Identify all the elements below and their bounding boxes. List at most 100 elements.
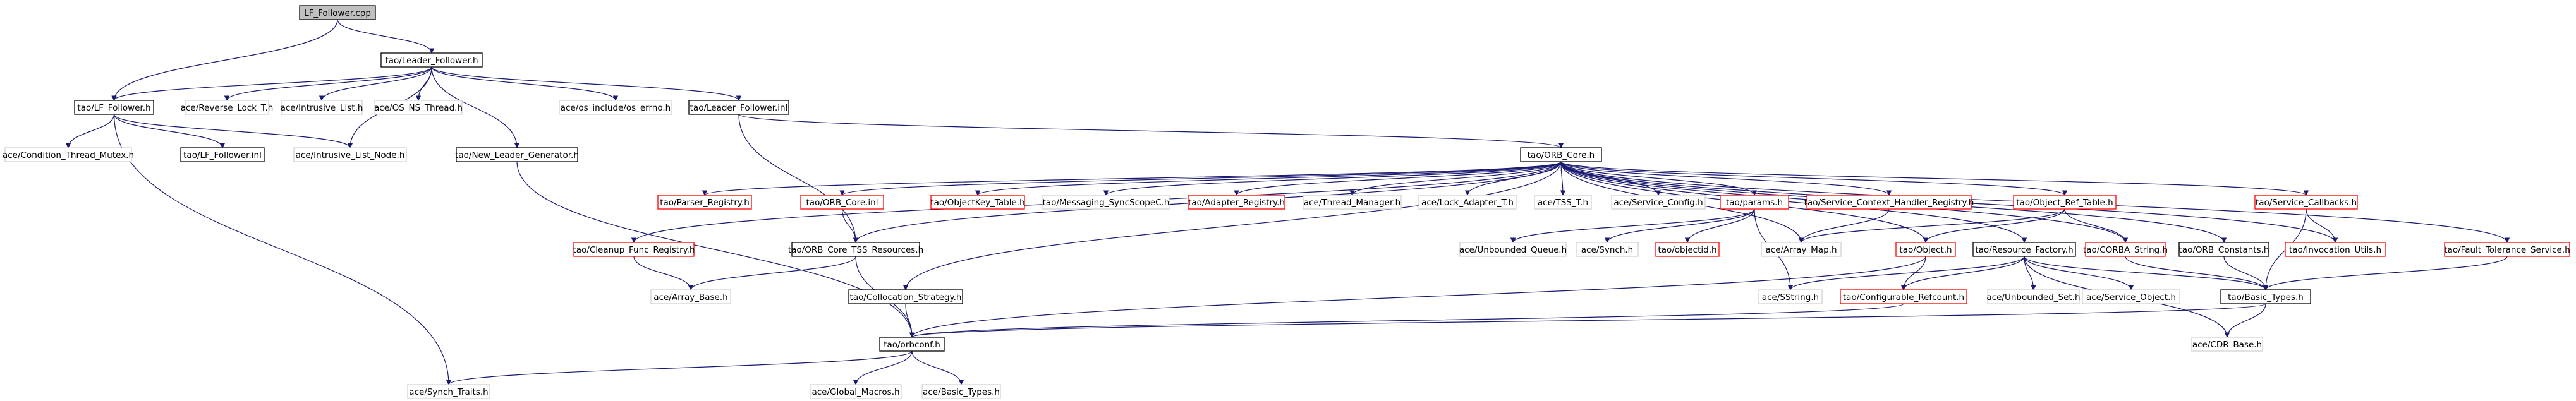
node-label: ace/OS_NS_Thread.h xyxy=(374,103,463,113)
node-label: tao/Service_Callbacks.h xyxy=(2256,198,2357,208)
edge-n14-to-n27 xyxy=(841,208,859,243)
edge-n22-to-n29 xyxy=(1510,208,1755,243)
graph-node-link[interactable]: tao/Collocation_Strategy.h xyxy=(848,289,963,304)
node-box xyxy=(930,195,1025,210)
graph-node: tao/Cleanup_Func_Registry.h xyxy=(573,242,695,257)
node-box xyxy=(2082,289,2180,304)
edge-n12-to-n16 xyxy=(1103,161,1562,196)
node-box xyxy=(2013,195,2117,210)
node-box xyxy=(407,384,490,399)
graph-node: ace/Basic_Types.h xyxy=(921,384,1001,399)
graph-node-link[interactable]: tao/New_Leader_Generator.h xyxy=(455,147,579,162)
node-box xyxy=(1418,195,1517,210)
graph-node: tao/ORB_Core.inl xyxy=(800,195,884,210)
edge-n38-to-n44 xyxy=(2263,256,2508,290)
edge-n0-to-n1 xyxy=(337,19,435,54)
graph-node-link[interactable]: tao/Leader_Follower.inl xyxy=(688,100,789,115)
node-label: tao/ORB_Constants.h xyxy=(2179,245,2269,255)
node-label: ace/Synch.h xyxy=(1581,245,1634,255)
edge-n44-to-n46 xyxy=(2224,303,2266,338)
node-box xyxy=(800,195,884,210)
edge-n7-to-n27 xyxy=(738,114,859,243)
edge-n45-to-n48 xyxy=(853,350,913,385)
node-box xyxy=(456,147,578,162)
node-box xyxy=(1303,195,1402,210)
node-label: tao/Cleanup_Func_Registry.h xyxy=(573,245,695,255)
graph-node-link[interactable]: tao/orbconf.h xyxy=(879,337,945,352)
graph-node: ace/Condition_Thread_Mutex.h xyxy=(3,147,134,162)
edge-n2-to-n47 xyxy=(113,114,452,385)
node-label: ace/Unbounded_Set.h xyxy=(1986,292,2080,302)
graph-node: tao/Object.h xyxy=(1895,242,1956,257)
node-box xyxy=(879,337,945,352)
node-label: tao/ObjectKey_Table.h xyxy=(930,198,1024,208)
edge-n26-to-n39 xyxy=(633,256,694,290)
node-box xyxy=(185,100,269,115)
node-box xyxy=(293,147,407,162)
node-box xyxy=(791,242,920,257)
graph-node-link[interactable]: tao/ORB_Core_TSS_Resources.h xyxy=(788,242,923,257)
node-box xyxy=(1655,242,1720,257)
node-label: ace/Lock_Adapter_T.h xyxy=(1421,198,1514,208)
edge-n12-to-n17 xyxy=(1234,161,1562,196)
graph-node-link[interactable]: tao/Leader_Follower.h xyxy=(380,52,483,68)
edge-n34-to-n42 xyxy=(2024,256,2036,290)
node-box xyxy=(380,52,483,68)
edge-n12-to-n28 xyxy=(902,161,1562,290)
graph-node: LF_Follower.cpp xyxy=(299,5,376,20)
node-box xyxy=(1459,242,1567,257)
edge-n34-to-n44 xyxy=(2024,256,2269,290)
node-label: ace/Basic_Types.h xyxy=(923,387,1000,397)
node-box xyxy=(2254,195,2358,210)
node-box xyxy=(650,289,731,304)
edge-n25-to-n37 xyxy=(2306,208,2338,243)
node-label: tao/Resource_Factory.h xyxy=(1975,245,2073,255)
edge-n34-to-n41 xyxy=(1900,256,2025,290)
graph-node: tao/Fault_Tolerance_Service.h xyxy=(2444,242,2570,257)
node-box xyxy=(4,147,132,162)
edge-n7-to-n12 xyxy=(738,114,1564,148)
graph-node-link[interactable]: tao/ORB_Core.h xyxy=(1520,147,1602,162)
edge-n22-to-n30 xyxy=(1604,208,1755,243)
node-box xyxy=(573,242,695,257)
graph-node: ace/Array_Base.h xyxy=(650,289,731,304)
node-label: tao/Adapter_Registry.h xyxy=(1188,198,1285,208)
edge-n1-to-n4 xyxy=(319,66,432,101)
node-label: tao/Messaging_SyncScopeC.h xyxy=(1043,198,1170,208)
graph-node: ace/Unbounded_Queue.h xyxy=(1459,242,1567,257)
edges-layer xyxy=(65,19,2510,385)
edge-n33-to-n45 xyxy=(909,256,1926,338)
node-box xyxy=(1987,289,2080,304)
graph-node: ace/Global_Macros.h xyxy=(810,384,902,399)
graph-node: ace/Service_Object.h xyxy=(2082,289,2180,304)
node-label: tao/Leader_Follower.inl xyxy=(690,103,788,113)
graph-node: ace/CDR_Base.h xyxy=(2191,337,2263,352)
edge-n12-to-n25 xyxy=(1560,161,2309,196)
graph-node: ace/Thread_Manager.h xyxy=(1303,195,1402,210)
edge-n22-to-n31 xyxy=(1684,208,1755,243)
node-box xyxy=(1042,195,1170,210)
edge-n27-to-n39 xyxy=(688,256,856,290)
node-label: ace/Intrusive_List.h xyxy=(281,103,363,113)
graph-node: tao/Service_Context_Handler_Registry.h xyxy=(1804,195,1974,210)
node-box xyxy=(2444,242,2570,257)
edge-n45-to-n49 xyxy=(911,350,964,385)
node-label: ace/Service_Config.h xyxy=(1613,198,1703,208)
graph-node-link[interactable]: tao/ORB_Constants.h xyxy=(2178,242,2269,257)
node-box xyxy=(281,100,363,115)
edge-n2-to-n10 xyxy=(113,114,353,148)
edge-n12-to-n22 xyxy=(1560,161,1758,196)
node-box xyxy=(2085,242,2166,257)
node-label: ace/Intrusive_List_Node.h xyxy=(296,150,405,160)
node-box xyxy=(1895,242,1956,257)
graph-node-link[interactable]: tao/LF_Follower.h xyxy=(74,100,154,115)
graph-node-link[interactable]: tao/Basic_Types.h xyxy=(2220,289,2311,304)
edge-n1-to-n7 xyxy=(431,66,742,101)
graph-node-link[interactable]: tao/LF_Follower.inl xyxy=(180,147,265,162)
node-label: tao/Object_Ref_Table.h xyxy=(2016,198,2113,208)
edge-n12-to-n20 xyxy=(1560,161,1566,196)
graph-node-link[interactable]: tao/Resource_Factory.h xyxy=(1972,242,2076,257)
node-label: ace/Array_Map.h xyxy=(1766,245,1837,255)
graph-node: tao/objectid.h xyxy=(1655,242,1720,257)
graph-node: tao/Parser_Registry.h xyxy=(657,195,752,210)
